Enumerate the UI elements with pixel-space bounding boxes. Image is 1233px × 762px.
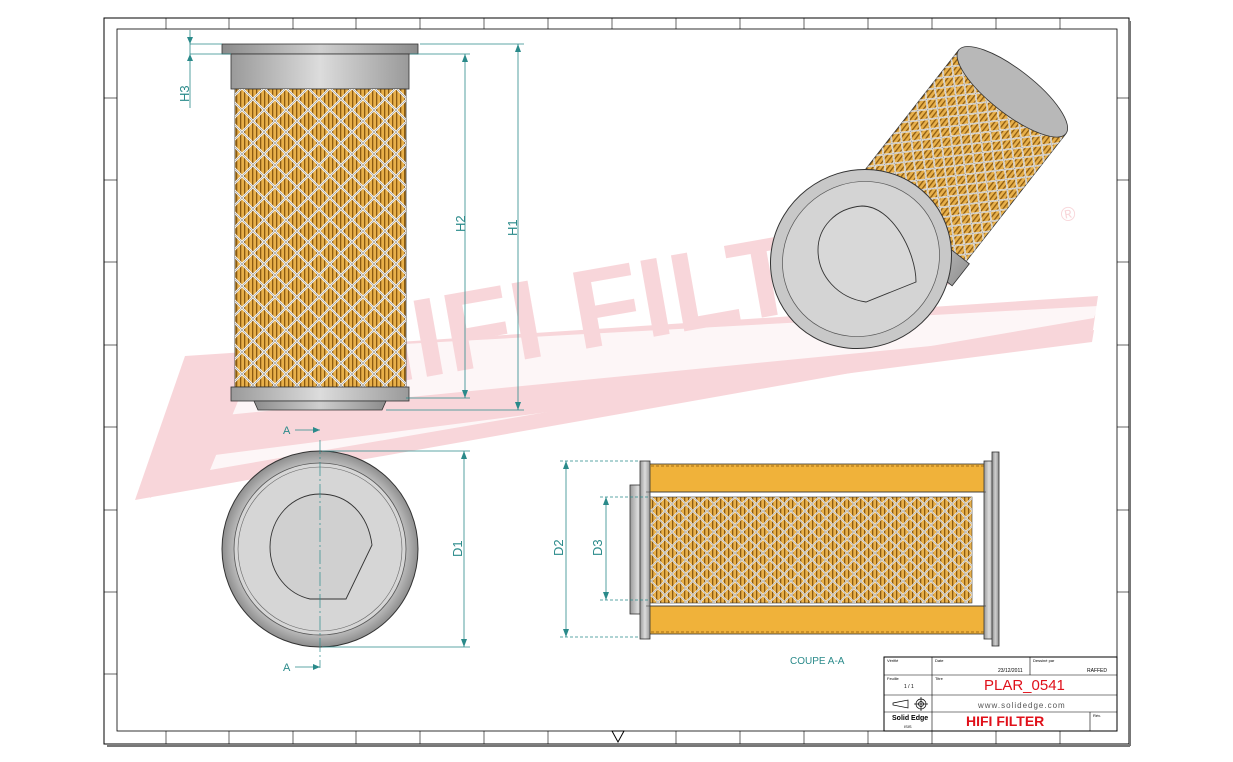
section-outer-wall-top [645,463,987,493]
section-left-cap-lip [639,460,651,640]
section-arrow-top [313,427,320,433]
tb-website: www.solidedge.com [977,701,1066,710]
front-top-flange [221,43,419,55]
iso-keyed-opening [817,205,917,303]
iso-far-end [956,46,1069,138]
tb-label-dessine-par: Dessiné par [1033,658,1055,663]
dimension-label-h3: H3 [177,85,192,102]
front-bottom-spigot [253,400,387,411]
tb-software-sub: ISIS [904,724,912,729]
tb-label-titre: Titre [935,676,944,681]
tb-label-verifie: Vérifié [887,658,899,663]
section-dimensions [560,460,650,638]
section-marker-bottom: A [283,662,291,674]
isometric-view [769,46,1069,350]
tb-label-date: Date [935,658,944,663]
dimension-label-h2: H2 [453,215,468,232]
top-view [221,427,419,670]
d2-arrow-top [563,461,569,469]
tb-date-value: 23/12/2011 [998,668,1023,674]
d1-arrow-bottom [461,639,467,647]
tb-label-feuille: Feuille [887,676,900,681]
dimension-label-h1: H1 [505,219,520,236]
tb-part-number: PLAR_0541 [984,677,1065,694]
front-view [221,43,419,411]
front-dimension-arrows [187,37,521,410]
section-right-flange [991,451,1000,647]
tb-sheet-value: 1 / 1 [904,684,914,690]
section-top-wall-texture [646,465,986,633]
center-mark-icon [611,730,625,744]
top-dimensions [322,450,470,648]
front-outer-mesh [235,89,406,387]
front-top-cap [230,53,410,90]
front-dimensions [189,30,524,411]
title-block [883,656,1118,732]
border-ticks [104,18,1129,744]
d2-arrow-bottom [563,629,569,637]
section-outer-wall-bottom [645,605,987,635]
watermark-registered-mark: ® [1059,203,1078,227]
section-view [629,451,1000,647]
front-bottom-cap [230,386,410,402]
dimension-label-d3: D3 [590,539,605,556]
d3-arrow-bottom [603,592,609,600]
projection-symbol-icon [892,697,928,711]
tb-brand: HIFI FILTER [966,713,1044,729]
dimension-label-d1: D1 [450,540,465,557]
tb-software: Solid Edge [892,715,928,722]
section-arrow-bottom [313,664,320,670]
d3-arrow-top [603,497,609,505]
tb-drawn-by: RAFFED [1087,668,1107,674]
top-keyed-opening [269,493,373,600]
section-caption: COUPE A-A [790,656,845,667]
d1-arrow-top [461,451,467,459]
tb-label-rev: Rév. [1093,713,1101,718]
section-inner-mesh [650,497,972,603]
section-marker-top: A [283,425,291,437]
dimension-label-d2: D2 [551,539,566,556]
